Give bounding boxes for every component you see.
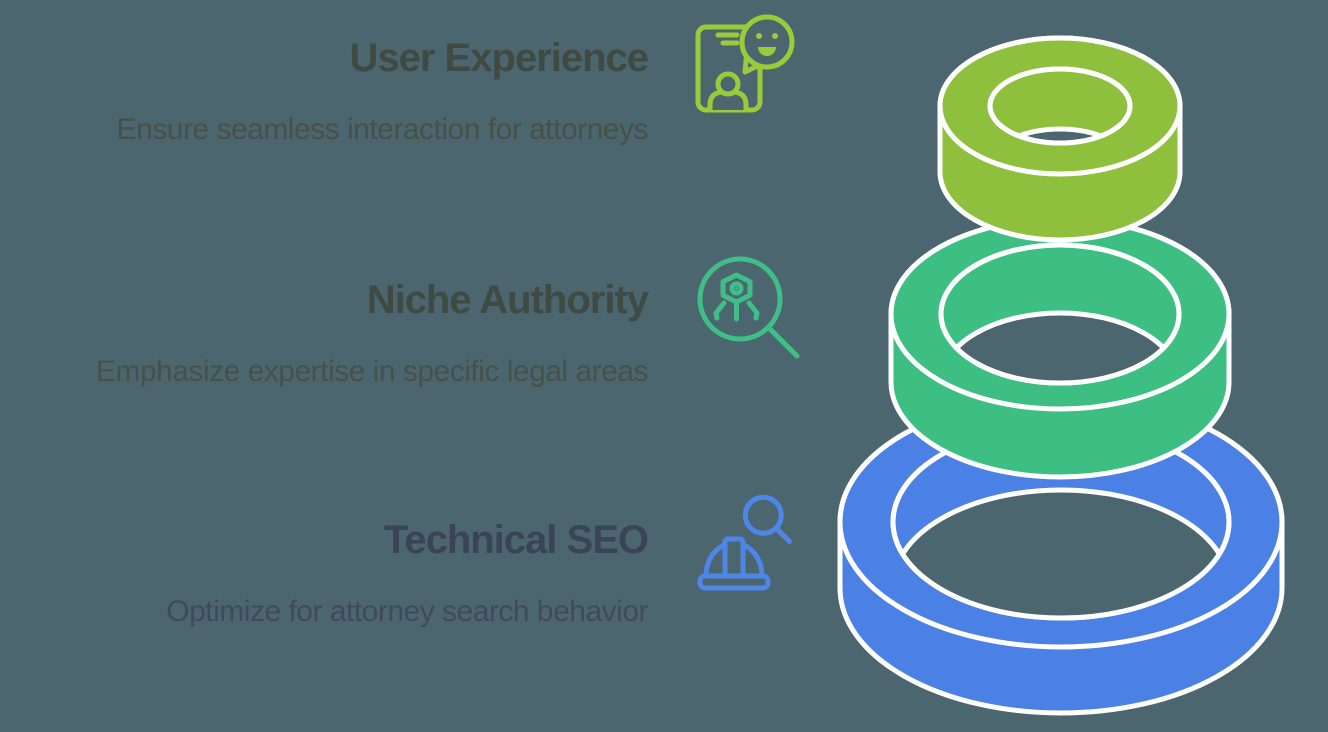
eye-dot [735,287,738,290]
hat-brim [697,573,771,591]
smiley-face [756,33,778,56]
ring-hole-opening [990,126,1130,143]
right-arm [746,300,760,321]
section-subtitle-niche-authority: Emphasize expertise in specific legal ar… [95,355,649,388]
speech-bubble [739,14,795,70]
ring-middle-niche-authority [888,216,1232,480]
left-arm [713,300,727,321]
phone-chat-smiley-icon [695,14,795,113]
hexagon-eye [729,281,744,296]
magnifier-handle [774,526,792,544]
magnifier-lens [742,494,784,536]
ring-bottom-technical-seo [837,394,1285,716]
ring-hole-rim [987,66,1133,146]
section-title-technical-seo: Technical SEO [383,518,649,562]
magnifier-lens [697,256,783,342]
section-subtitle-user-experience: Ensure seamless interaction for attorney… [116,113,649,146]
section-title-user-experience: User Experience [349,36,649,80]
section-subtitle-technical-seo: Optimize for attorney search behavior [166,595,648,628]
magnifier-handle [765,324,800,359]
person-head [715,71,741,97]
ring-top-user-experience [937,35,1183,243]
ring-hole-opening [893,487,1229,618]
magnifier-hexagon-person-icon [697,256,800,359]
section-title-niche-authority: Niche Authority [366,278,649,322]
ring-hole-rim [938,242,1182,386]
hard-hat-magnifier-icon [697,494,792,591]
